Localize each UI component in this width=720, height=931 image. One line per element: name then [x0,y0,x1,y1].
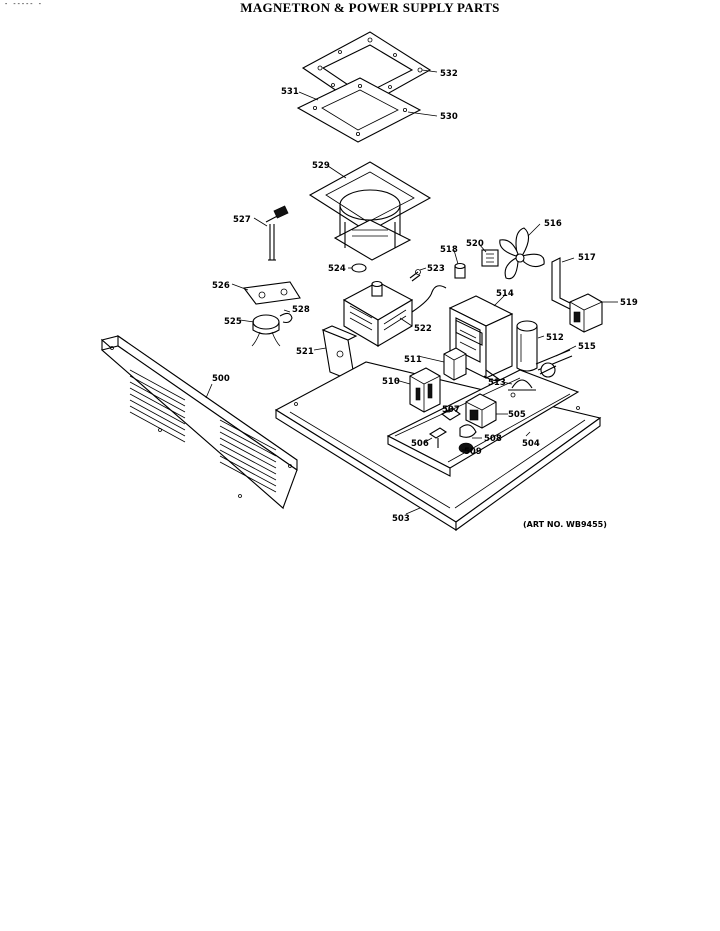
label-519: 519 [620,298,638,308]
part-524-ring [351,263,367,273]
label-530: 530 [440,112,458,122]
label-523: 523 [427,264,445,274]
label-512: 512 [546,333,564,343]
label-518: 518 [440,245,458,255]
label-513: 513 [488,378,506,388]
label-509: 509 [464,447,482,457]
label-521: 521 [296,347,314,357]
label-529: 529 [312,161,330,171]
label-508: 508 [484,434,502,444]
part-522-magnetron [342,280,447,347]
part-527-probe [265,205,289,261]
label-507: 507 [442,405,460,415]
label-515: 515 [578,342,596,352]
part-516-fan-blade [499,227,545,280]
label-516: 516 [544,219,562,229]
art-number: (ART NO. WB9455) [523,520,607,529]
part-506-connector [428,427,448,448]
label-510: 510 [382,377,400,387]
part-512-capacitor [516,320,538,372]
part-528-clip [279,312,293,324]
part-529-waveguide [308,161,432,261]
part-519-motor [569,293,603,333]
label-532: 532 [440,69,458,79]
label-506: 506 [411,439,429,449]
label-524: 524 [328,264,346,274]
part-525-thermostat [251,314,281,347]
label-504: 504 [522,439,540,449]
part-513-clamp [508,379,536,398]
label-527: 527 [233,215,251,225]
label-522: 522 [414,324,432,334]
part-523-screw [409,269,421,282]
part-509-cam [458,442,474,454]
label-531: 531 [281,87,299,97]
page-title: MAGNETRON & POWER SUPPLY PARTS [240,0,500,15]
label-503: 503 [392,514,410,524]
part-510-switch [409,367,441,413]
label-511: 511 [404,355,422,365]
leader-lines [205,69,618,515]
part-508-switch [459,424,477,438]
part-500-grille-panel [100,334,298,510]
label-514: 514 [496,289,514,299]
label-517: 517 [578,253,596,263]
part-521-bracket [321,325,358,383]
part-518-grommet [454,262,466,279]
part-505-relay [465,393,497,429]
label-505: 505 [508,410,526,420]
label-500: 500 [212,374,230,384]
label-520: 520 [466,239,484,249]
part-530-gasket [296,77,422,143]
part-526-bracket [242,281,301,305]
label-525: 525 [224,317,242,327]
corner-mark: - ----- - [4,0,42,8]
part-520-fan-motor [481,249,499,267]
part-507-terminal [441,407,461,421]
label-526: 526 [212,281,230,291]
part-511-switch [443,347,467,381]
label-528: 528 [292,305,310,315]
part-515-fuse [535,349,573,378]
